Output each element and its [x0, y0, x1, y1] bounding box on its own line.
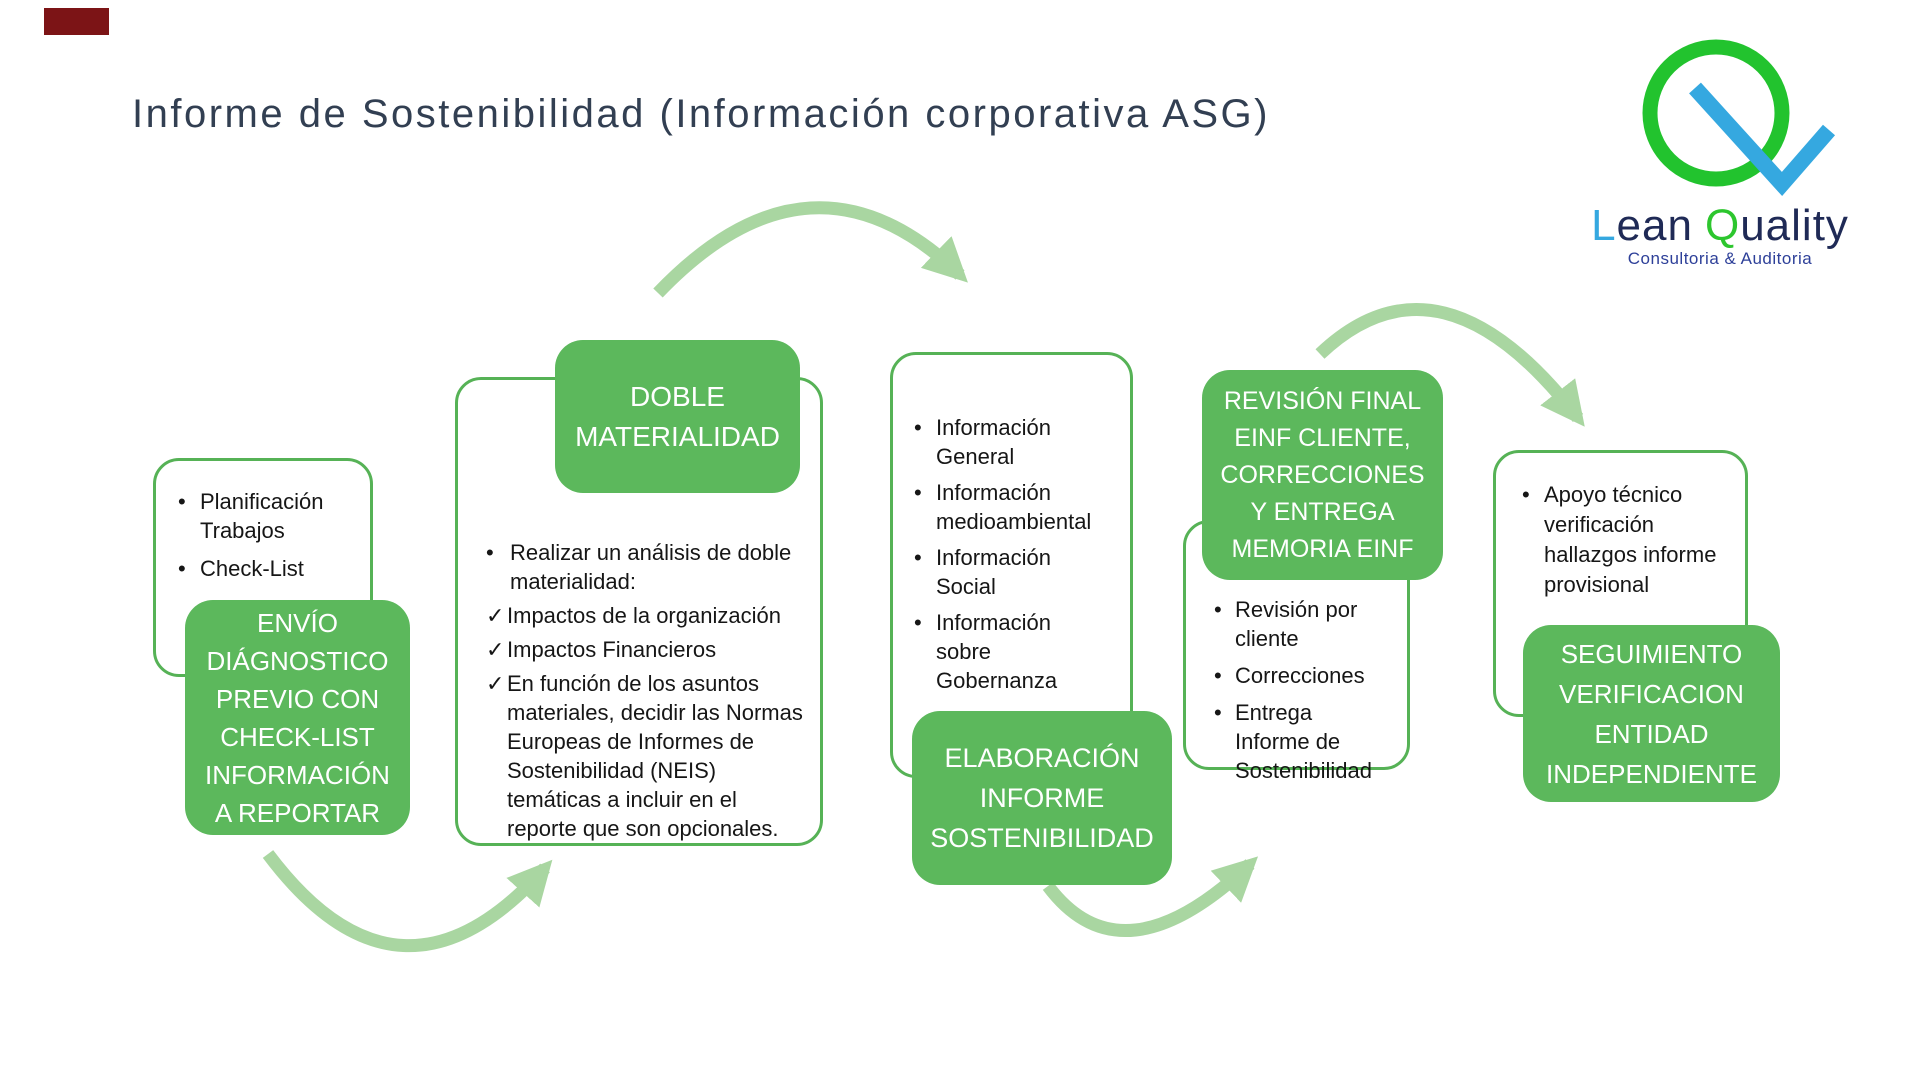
list-item: • Información Social: [914, 545, 1051, 599]
logo-letter-q: Q: [1704, 201, 1741, 250]
list-item: • Check-List: [178, 556, 304, 581]
bullet-icon: •: [914, 545, 922, 570]
arrow-stage4-to-stage5: [1315, 303, 1585, 427]
bullet-icon: •: [914, 415, 922, 440]
stage4-heading-box: REVISIÓN FINAL EINF CLIENTE, CORRECCIONE…: [1202, 370, 1443, 580]
bullet-icon: •: [178, 489, 186, 514]
bullet-icon: •: [1214, 597, 1222, 622]
check-icon: ✓: [486, 603, 505, 628]
check-item: ✓ Impactos de la organización: [486, 603, 781, 628]
list-item: • Correcciones: [1214, 663, 1365, 688]
stage5-action-box: SEGUIMIENTO VERIFICACION ENTIDAD INDEPEN…: [1523, 625, 1780, 802]
bullet-icon: •: [1214, 700, 1222, 725]
stage2-heading-box: DOBLE MATERIALIDAD: [555, 340, 800, 493]
list-item: • Información General: [914, 415, 1051, 469]
bullet-icon: •: [486, 540, 494, 565]
list-item: • Realizar un análisis de doble material…: [486, 540, 792, 594]
check-item: ✓ Impactos Financieros: [486, 637, 717, 662]
arrow-stage2-to-stage3: [653, 201, 968, 298]
arrow-stage1-to-stage2: [262, 850, 553, 952]
stage3-info-box: • Información General • Información medi…: [890, 352, 1133, 778]
logo-q-check-icon: [1642, 39, 1836, 197]
list-item: • Apoyo técnico verificación hallazgos i…: [1522, 482, 1717, 597]
list-item: • Revisión por cliente: [1214, 597, 1358, 651]
page-title: Informe de Sostenibilidad (Información c…: [132, 92, 1270, 136]
bullet-icon: •: [914, 480, 922, 505]
stage3-action-box: ELABORACIÓN INFORME SOSTENIBILIDAD: [912, 711, 1172, 885]
bullet-icon: •: [178, 556, 186, 581]
bullet-icon: •: [1522, 482, 1530, 507]
list-item: • Información medioambiental: [914, 480, 1092, 534]
list-item: • Entrega Informe de Sostenibilidad: [1214, 700, 1372, 783]
check-item: ✓ En función de los asuntos materiales, …: [486, 671, 803, 841]
bullet-icon: •: [914, 610, 922, 635]
logo-tagline: Consultoria & Auditoria: [1627, 249, 1813, 268]
recording-indicator: [44, 8, 109, 35]
arrow-stage3-to-stage4: [1042, 856, 1259, 937]
list-item: • Planificación Trabajos: [178, 489, 324, 543]
check-icon: ✓: [486, 637, 505, 662]
check-icon: ✓: [486, 671, 505, 696]
bullet-icon: •: [1214, 663, 1222, 688]
stage1-action-box: ENVÍO DIÁGNOSTICO PREVIO CON CHECK-LIST …: [185, 600, 410, 835]
logo-letter-l: L: [1591, 201, 1617, 250]
list-item: • Información sobre Gobernanza: [914, 610, 1058, 693]
